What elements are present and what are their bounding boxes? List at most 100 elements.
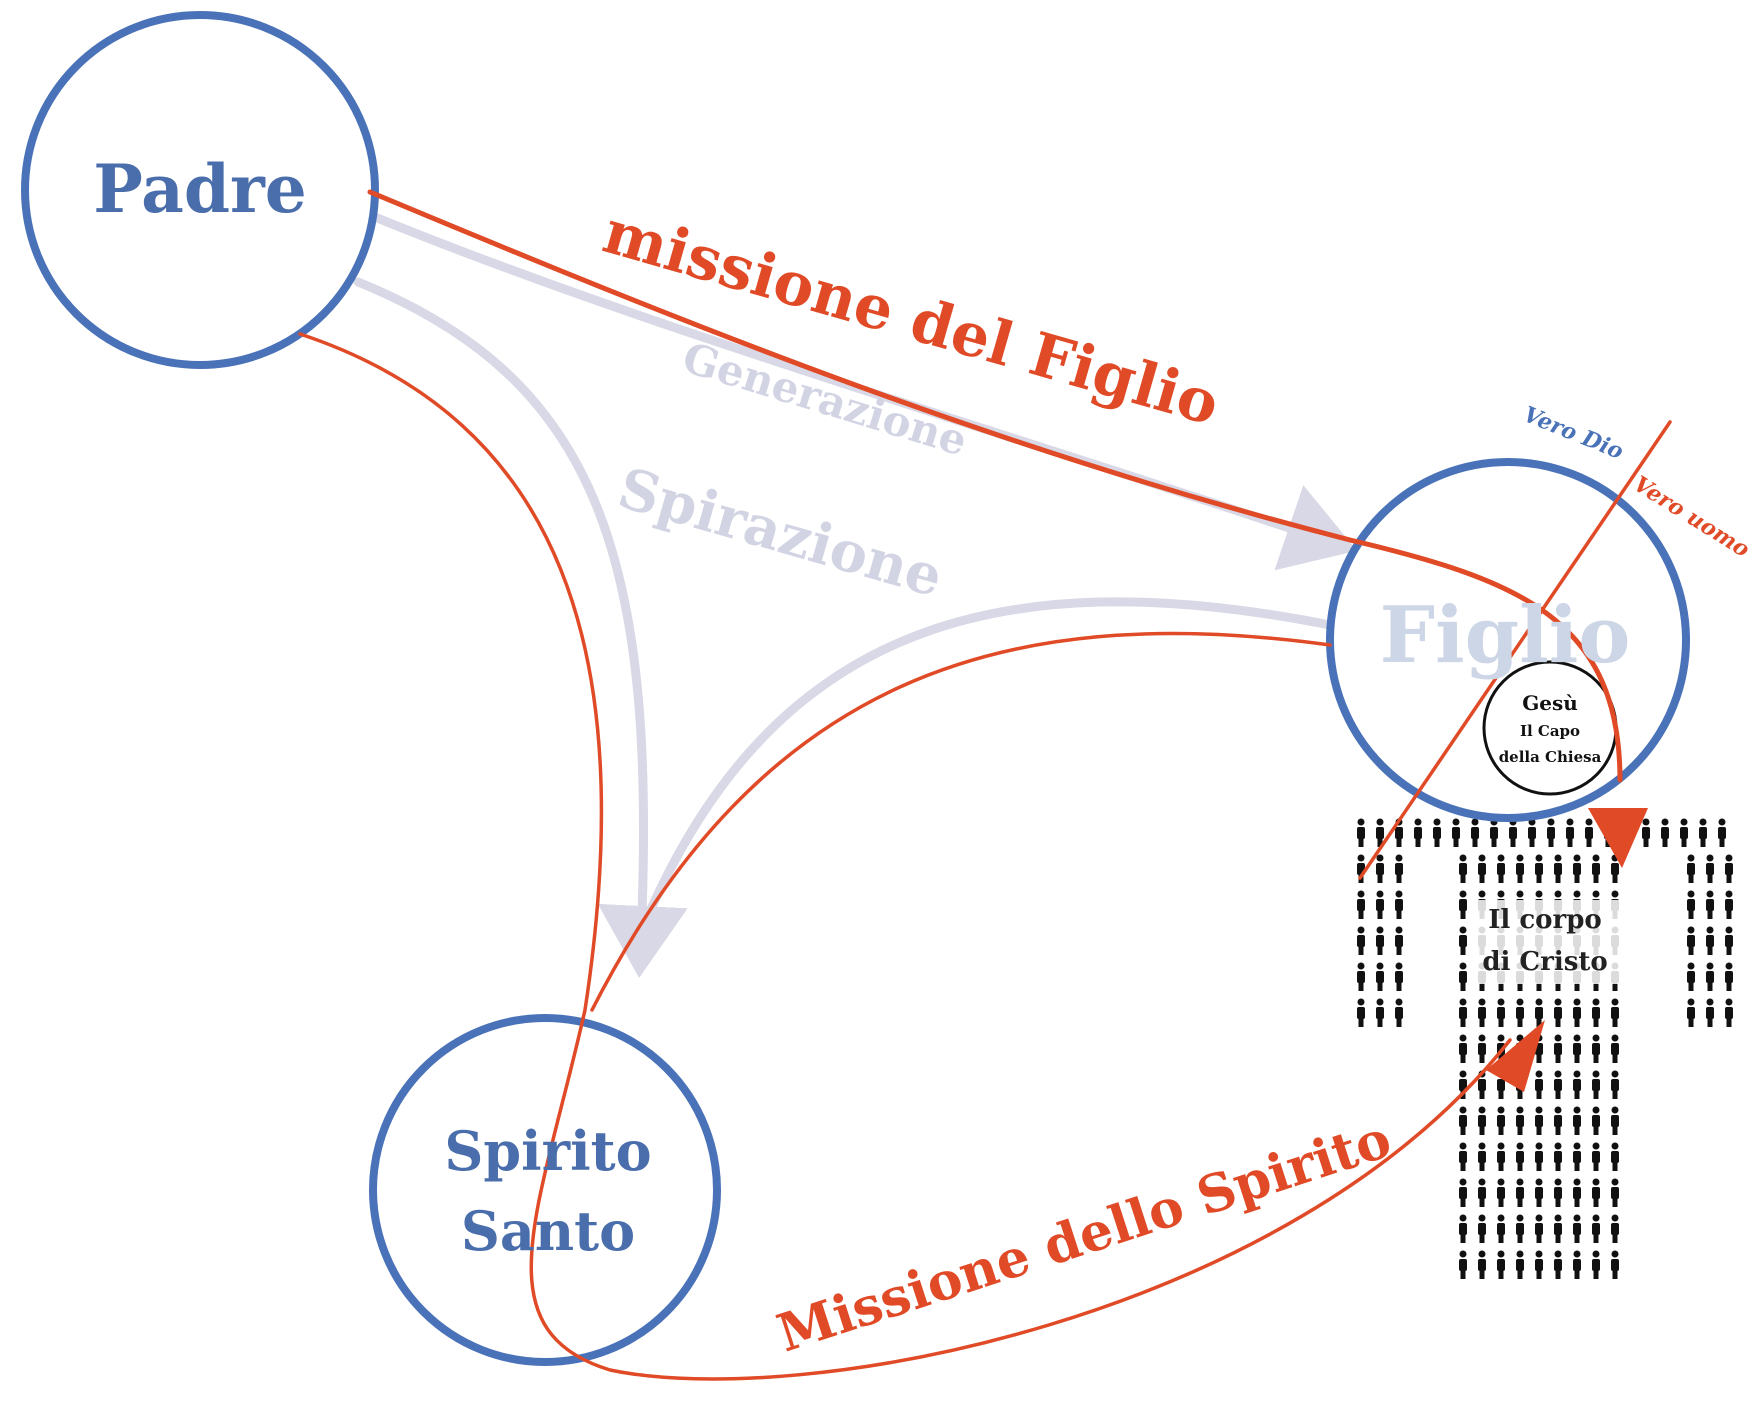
person-icon (1611, 998, 1619, 1027)
person-icon (1642, 818, 1650, 847)
person-icon (1357, 998, 1365, 1027)
filioque-line (627, 597, 1335, 960)
person-icon (1528, 818, 1536, 847)
person-icon (1459, 1106, 1467, 1135)
person-icon (1611, 1034, 1619, 1063)
person-icon (1459, 1142, 1467, 1171)
person-icon (1592, 1106, 1600, 1135)
person-icon (1459, 1034, 1467, 1063)
person-icon (1554, 1214, 1562, 1243)
person-icon (1611, 1106, 1619, 1135)
person-icon (1573, 1142, 1581, 1171)
person-icon (1516, 1178, 1524, 1207)
person-icon (1516, 1214, 1524, 1243)
person-icon (1687, 890, 1695, 919)
person-icon (1357, 926, 1365, 955)
person-icon (1433, 818, 1441, 847)
person-icon (1357, 818, 1365, 847)
head-line2: Il Capo (1520, 722, 1580, 740)
person-icon (1478, 1142, 1486, 1171)
person-icon (1459, 1178, 1467, 1207)
person-icon (1357, 962, 1365, 991)
person-icon (1497, 998, 1505, 1027)
person-icon (1459, 890, 1467, 919)
person-icon (1459, 1250, 1467, 1279)
person-icon (1459, 962, 1467, 991)
person-icon (1554, 1142, 1562, 1171)
person-icon (1554, 1070, 1562, 1099)
person-icon (1554, 1106, 1562, 1135)
person-icon (1592, 1214, 1600, 1243)
person-icon (1706, 962, 1714, 991)
person-icon (1706, 998, 1714, 1027)
person-icon (1535, 1142, 1543, 1171)
head-line3: della Chiesa (1499, 748, 1602, 766)
person-icon (1478, 1034, 1486, 1063)
person-icon (1497, 1214, 1505, 1243)
person-icon (1452, 818, 1460, 847)
person-icon (1680, 818, 1688, 847)
person-icon (1573, 854, 1581, 883)
person-icon (1706, 890, 1714, 919)
person-icon (1725, 962, 1733, 991)
person-icon (1725, 926, 1733, 955)
spirito-label-line1: Spirito (444, 1119, 651, 1183)
person-icon (1478, 998, 1486, 1027)
person-icon (1611, 1178, 1619, 1207)
person-icon (1459, 1214, 1467, 1243)
person-icon (1471, 818, 1479, 847)
person-icon (1497, 1250, 1505, 1279)
person-icon (1706, 926, 1714, 955)
person-icon (1497, 1106, 1505, 1135)
people-figures (1357, 818, 1733, 1279)
person-icon (1592, 1250, 1600, 1279)
person-icon (1725, 854, 1733, 883)
person-icon (1516, 1250, 1524, 1279)
person-icon (1554, 1034, 1562, 1063)
person-icon (1535, 1106, 1543, 1135)
person-icon (1376, 998, 1384, 1027)
person-icon (1592, 998, 1600, 1027)
mission-figlio-arrowhead (1588, 808, 1648, 868)
person-icon (1554, 1178, 1562, 1207)
person-icon (1376, 926, 1384, 955)
person-icon (1547, 818, 1555, 847)
person-icon (1573, 1070, 1581, 1099)
spirito-circle (369, 1014, 721, 1366)
person-icon (1592, 1178, 1600, 1207)
person-icon (1706, 854, 1714, 883)
person-icon (1554, 998, 1562, 1027)
mission-spirito-line (298, 332, 1512, 1381)
person-icon (1585, 818, 1593, 847)
person-icon (1459, 926, 1467, 955)
person-icon (1687, 962, 1695, 991)
person-icon (1376, 854, 1384, 883)
person-icon (1725, 998, 1733, 1027)
person-icon (1592, 1034, 1600, 1063)
person-icon (1592, 1070, 1600, 1099)
person-icon (1661, 818, 1669, 847)
person-icon (1535, 1214, 1543, 1243)
person-icon (1376, 962, 1384, 991)
person-icon (1611, 1250, 1619, 1279)
spirazione-line (353, 277, 688, 978)
person-icon (1573, 998, 1581, 1027)
body-label-backdrop (1470, 900, 1630, 984)
person-icon (1687, 854, 1695, 883)
mission-figlio-line (367, 189, 1623, 783)
person-icon (1516, 854, 1524, 883)
person-icon (1573, 1178, 1581, 1207)
person-icon (1535, 998, 1543, 1027)
person-icon (1459, 998, 1467, 1027)
body-label-line1: Il corpo (1488, 905, 1601, 935)
spirazione-label: Spirazione (611, 455, 950, 610)
person-icon (1357, 890, 1365, 919)
person-icon (1395, 998, 1403, 1027)
person-icon (1611, 1214, 1619, 1243)
person-icon (1478, 1214, 1486, 1243)
person-icon (1497, 854, 1505, 883)
person-icon (1395, 962, 1403, 991)
person-icon (1687, 998, 1695, 1027)
vero-dio-label: Vero Dio (1520, 401, 1627, 464)
